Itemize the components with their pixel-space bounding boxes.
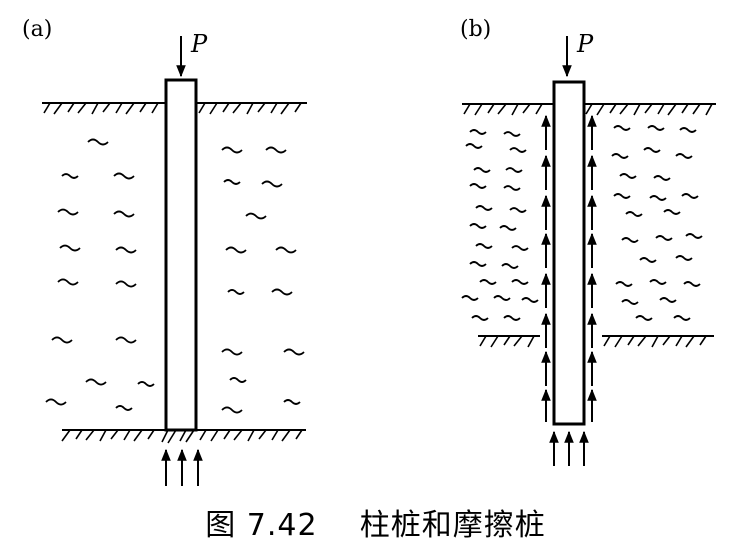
panel-b-label: (b) (460, 17, 491, 42)
pile-diagram: (a) P (22, 17, 716, 486)
tip-resistance-arrows-a (161, 448, 203, 486)
end-bearing-pile (164, 78, 198, 432)
panel-b: (b) P (460, 17, 716, 466)
load-label-b: P (576, 30, 594, 58)
ground-surface-b (462, 103, 716, 116)
panel-a: (a) P (22, 17, 307, 486)
load-label-a: P (190, 30, 208, 58)
soil-texture-a (45, 138, 305, 414)
panel-a-label: (a) (22, 17, 52, 42)
soil-texture-b (461, 125, 703, 321)
friction-pile (552, 80, 586, 426)
figure-number: 图 7.42 (205, 508, 318, 543)
figure-caption: 图 7.42 柱桩和摩擦桩 (0, 500, 751, 544)
bearing-stratum-a (61, 429, 306, 444)
tip-resistance-arrows-b (549, 430, 589, 466)
skin-friction-arrows-b (541, 114, 597, 422)
ground-surface-a (42, 102, 307, 115)
figure-title: 柱桩和摩擦桩 (359, 508, 546, 543)
lower-stratum-b (478, 335, 714, 348)
